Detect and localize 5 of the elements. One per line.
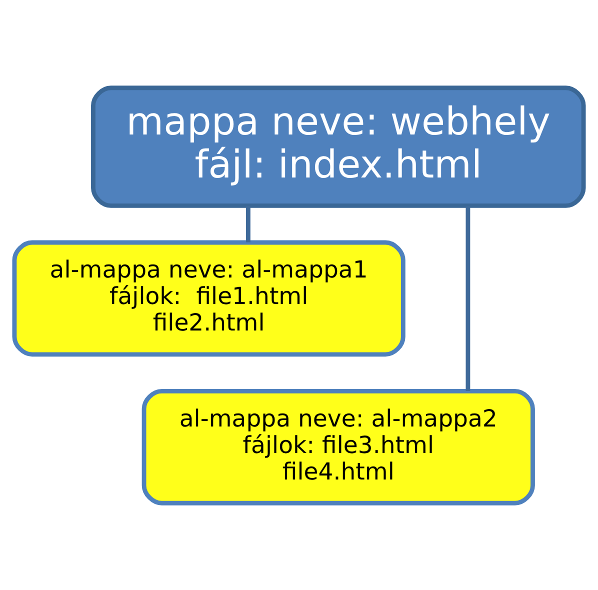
node-box: al-mappa neve: al-mappa2 fájlok: file3.html file4.html (142, 388, 535, 505)
connector (246, 205, 250, 242)
connector (466, 206, 470, 390)
node-box: mappa neve: webhely fájl: index.html (91, 85, 586, 208)
node-box: al-mappa neve: al-mappa1 fájlok: file1.html file2.html (12, 240, 406, 356)
